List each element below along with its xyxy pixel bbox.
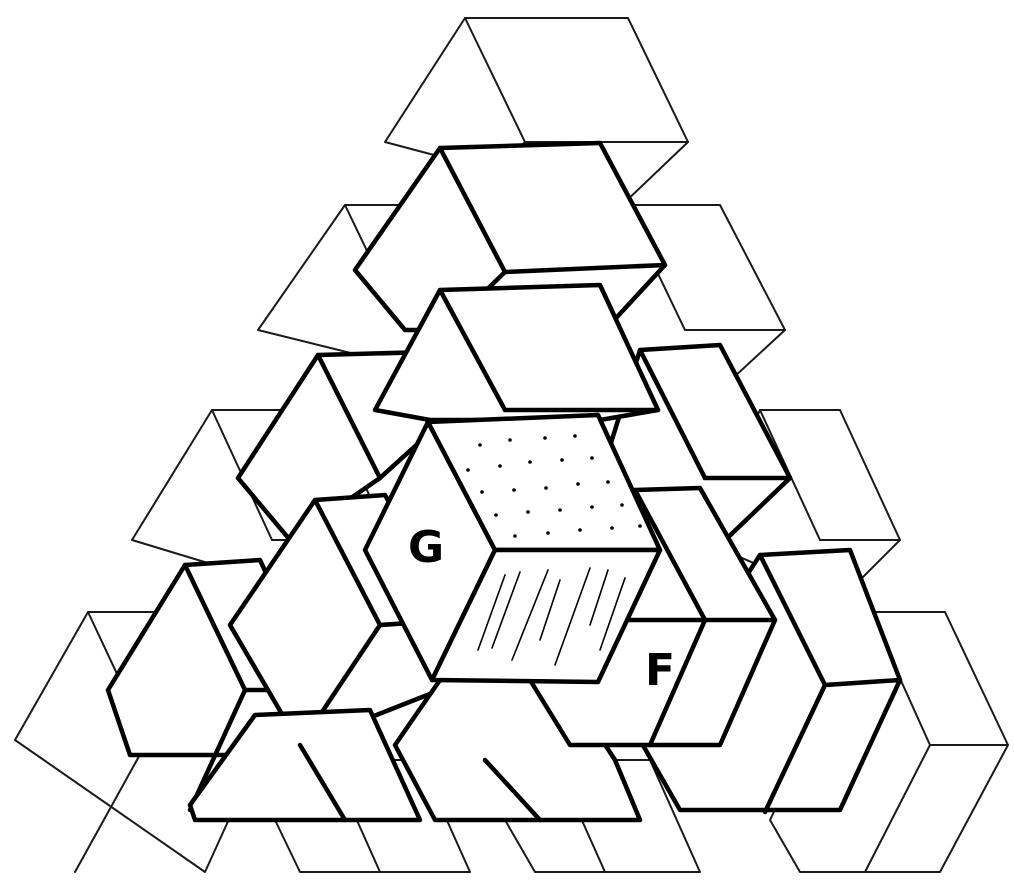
label-f: F: [645, 645, 675, 696]
label-g: G: [408, 522, 444, 573]
